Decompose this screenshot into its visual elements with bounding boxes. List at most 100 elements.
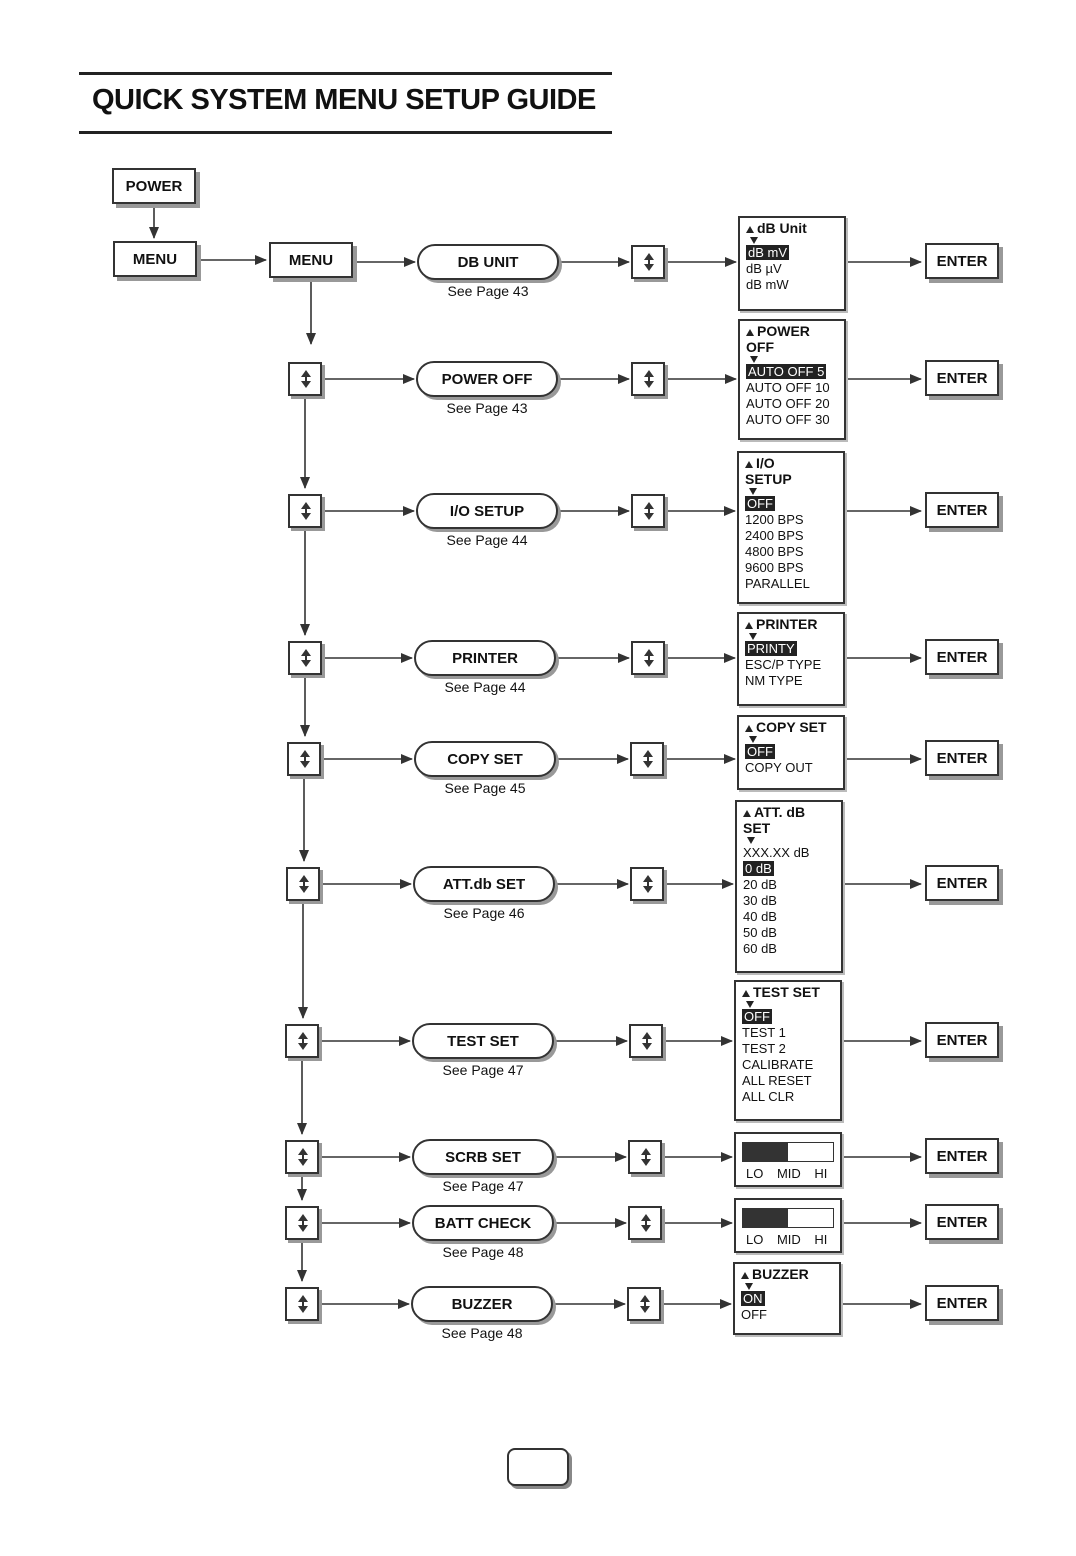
updown-button-left[interactable]	[288, 362, 322, 396]
option-text: ALL RESET	[742, 1073, 812, 1088]
level-meter	[742, 1142, 834, 1162]
menu-item-copy-set[interactable]: COPY SET	[414, 741, 556, 777]
menu-item-i-o-setup[interactable]: I/O SETUP	[416, 493, 558, 529]
option-text: 40 dB	[743, 909, 777, 924]
updown-button-right[interactable]	[628, 1140, 662, 1174]
updown-button-right[interactable]	[627, 1287, 661, 1321]
screen-header: TEST SET	[742, 984, 834, 1000]
screen-option: dB µV	[746, 261, 838, 277]
updown-button-left[interactable]	[285, 1287, 319, 1321]
screen-header: ATT. dB SET	[743, 804, 835, 836]
level-meter-fill	[743, 1143, 788, 1161]
option-text: 1200 BPS	[745, 512, 804, 527]
screen-option: OFF	[745, 496, 837, 512]
screen-header-text: I/O SETUP	[745, 455, 792, 487]
option-text: AUTO OFF 30	[746, 412, 830, 427]
screen-option: 4800 BPS	[745, 544, 837, 560]
enter-button[interactable]: ENTER	[925, 360, 999, 396]
down-arrow-icon	[745, 1283, 753, 1290]
power-button[interactable]: POWER	[112, 168, 196, 204]
updown-button-right[interactable]	[629, 1024, 663, 1058]
menu-item-buzzer[interactable]: BUZZER	[411, 1286, 553, 1322]
selected-option: PRINTY	[745, 641, 797, 656]
screen-option: ON	[741, 1291, 833, 1307]
page-reference: See Page 48	[441, 1325, 523, 1341]
option-text: COPY OUT	[745, 760, 813, 775]
screen-option: TEST 2	[742, 1041, 834, 1057]
menu-item-test-set[interactable]: TEST SET	[412, 1023, 554, 1059]
menu-item-att-db-set[interactable]: ATT.db SET	[413, 866, 555, 902]
updown-button-left[interactable]	[288, 641, 322, 675]
enter-button[interactable]: ENTER	[925, 1138, 999, 1174]
enter-button[interactable]: ENTER	[925, 1285, 999, 1321]
enter-button[interactable]: ENTER	[925, 243, 999, 279]
screen-option: 30 dB	[743, 893, 835, 909]
option-text: TEST 2	[742, 1041, 786, 1056]
page-reference: See Page 47	[442, 1178, 524, 1194]
updown-button-right[interactable]	[631, 641, 665, 675]
menu-button-start[interactable]: MENU	[113, 241, 197, 277]
menu-item-power-off[interactable]: POWER OFF	[416, 361, 558, 397]
screen-header-text: POWER OFF	[746, 323, 810, 355]
menu-item-db-unit[interactable]: DB UNIT	[417, 244, 559, 280]
screen-option: XXX.XX dB	[743, 845, 835, 861]
menu-button[interactable]: MENU	[269, 242, 353, 278]
updown-button-right[interactable]	[630, 742, 664, 776]
screen-option: 60 dB	[743, 941, 835, 957]
screen-option: OFF	[745, 744, 837, 760]
option-text: dB µV	[746, 261, 782, 276]
menu-item-scrb-set[interactable]: SCRB SET	[412, 1139, 554, 1175]
meter-labels: LO MID HI	[746, 1232, 828, 1247]
lcd-screen: LO MID HI	[734, 1132, 842, 1187]
updown-button-right[interactable]	[631, 245, 665, 279]
option-text: PARALLEL	[745, 576, 810, 591]
down-arrow-icon	[749, 488, 757, 495]
updown-button-right[interactable]	[631, 362, 665, 396]
updown-button-left[interactable]	[285, 1140, 319, 1174]
updown-button-left[interactable]	[286, 867, 320, 901]
up-arrow-icon	[745, 461, 753, 468]
updown-button-left[interactable]	[287, 742, 321, 776]
enter-button[interactable]: ENTER	[925, 1204, 999, 1240]
up-arrow-icon	[741, 1272, 749, 1279]
enter-button[interactable]: ENTER	[925, 865, 999, 901]
option-text: 9600 BPS	[745, 560, 804, 575]
meter-labels: LO MID HI	[746, 1166, 828, 1181]
screen-option: 50 dB	[743, 925, 835, 941]
level-meter-fill	[743, 1209, 788, 1227]
screen-option: 20 dB	[743, 877, 835, 893]
page-reference: See Page 43	[447, 283, 529, 299]
screen-option: AUTO OFF 10	[746, 380, 838, 396]
enter-button[interactable]: ENTER	[925, 639, 999, 675]
option-text: AUTO OFF 20	[746, 396, 830, 411]
screen-header-text: PRINTER	[756, 616, 818, 632]
screen-header-text: TEST SET	[753, 984, 820, 1000]
menu-item-batt-check[interactable]: BATT CHECK	[412, 1205, 554, 1241]
updown-button-left[interactable]	[288, 494, 322, 528]
updown-button-left[interactable]	[285, 1206, 319, 1240]
updown-button-right[interactable]	[628, 1206, 662, 1240]
screen-option: ALL RESET	[742, 1073, 834, 1089]
title-rule-bottom	[79, 131, 612, 134]
updown-button-right[interactable]	[631, 494, 665, 528]
updown-button-left[interactable]	[285, 1024, 319, 1058]
option-text: NM TYPE	[745, 673, 803, 688]
screen-header: POWER OFF	[746, 323, 838, 355]
page-reference: See Page 47	[442, 1062, 524, 1078]
up-arrow-icon	[745, 725, 753, 732]
option-text: 60 dB	[743, 941, 777, 956]
screen-header: I/O SETUP	[745, 455, 837, 487]
screen-option: ALL CLR	[742, 1089, 834, 1105]
updown-button-right[interactable]	[630, 867, 664, 901]
menu-item-printer[interactable]: PRINTER	[414, 640, 556, 676]
enter-button[interactable]: ENTER	[925, 740, 999, 776]
enter-button[interactable]: ENTER	[925, 492, 999, 528]
enter-button[interactable]: ENTER	[925, 1022, 999, 1058]
option-text: OFF	[741, 1307, 767, 1322]
option-text: dB mW	[746, 277, 789, 292]
